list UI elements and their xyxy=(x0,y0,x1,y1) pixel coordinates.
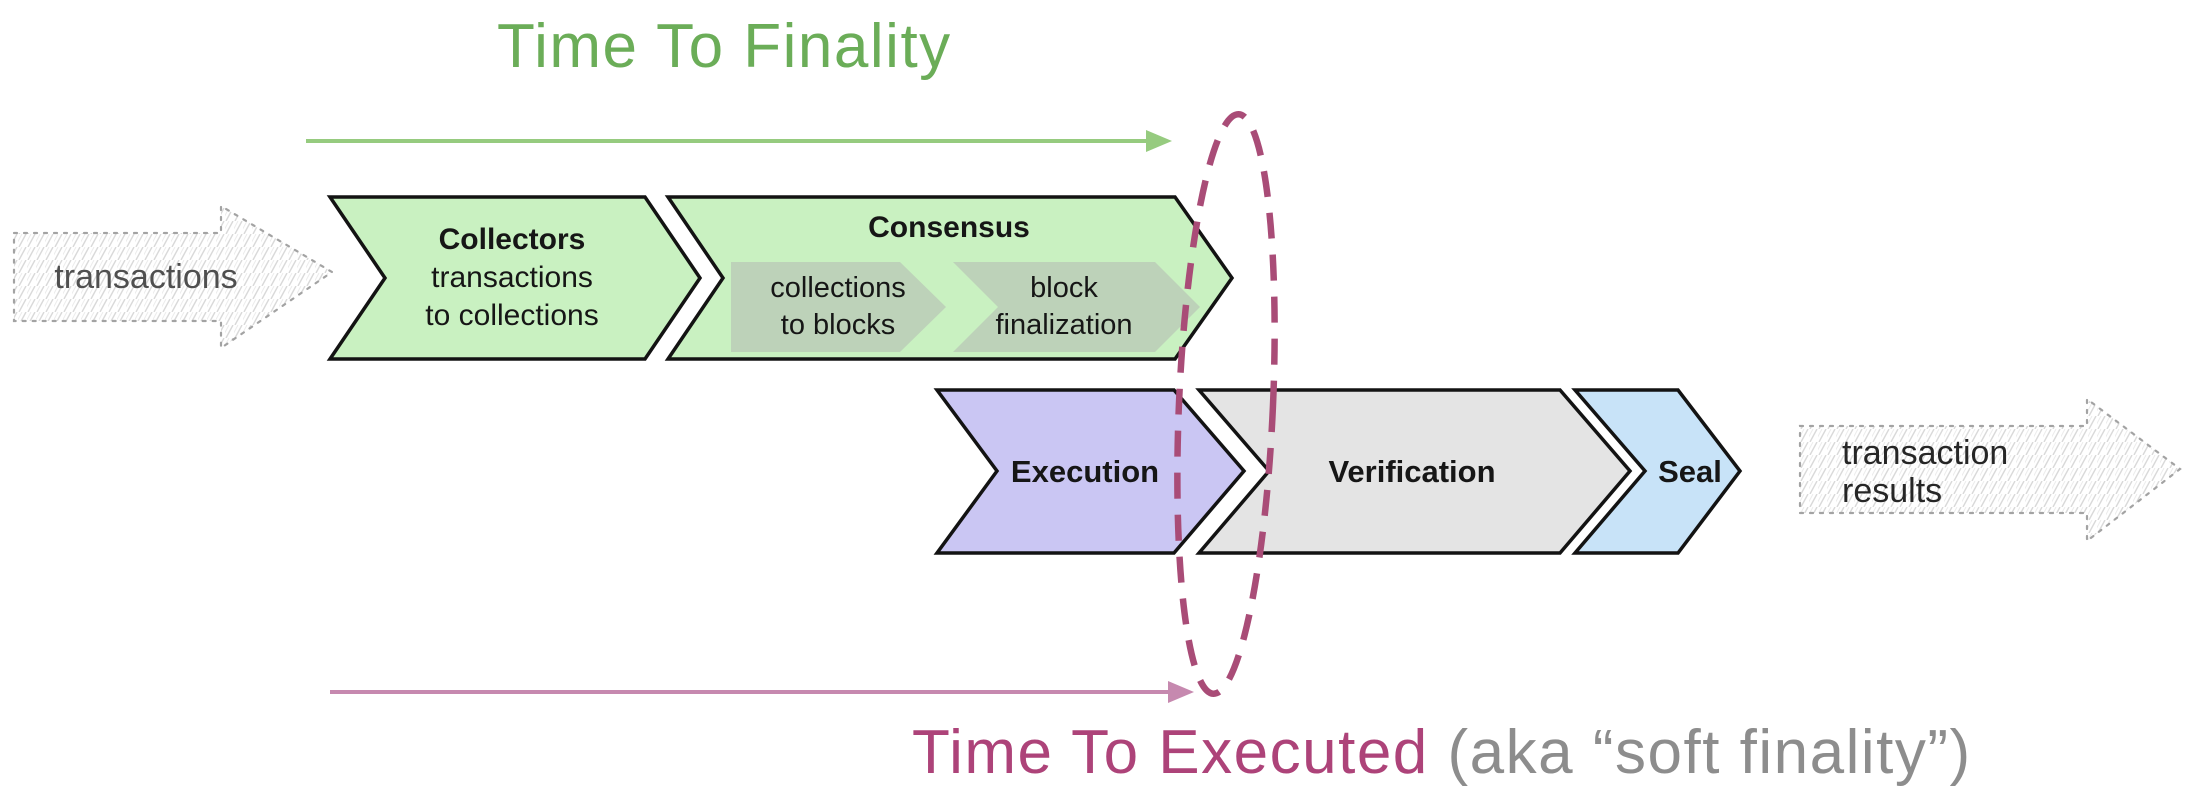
collectors-label: Collectors transactions to collections xyxy=(392,221,632,335)
collectors-label-line1: transactions xyxy=(431,261,593,294)
execution-label: Execution xyxy=(1010,454,1160,489)
seal-label: Seal xyxy=(1658,454,1722,489)
caption-time-to-executed-highlight: Time To Executed xyxy=(912,718,1429,787)
time-to-finality-arrow xyxy=(306,130,1172,152)
caption-soft-finality-note: (aka “soft finality”) xyxy=(1447,718,1972,787)
collections-to-blocks-subchevron xyxy=(731,262,946,352)
block-finalization-subchevron xyxy=(953,262,1200,352)
title-time-to-finality: Time To Finality xyxy=(497,12,952,81)
time-to-executed-arrowhead xyxy=(1168,681,1194,703)
block-finalization-label: block finalization xyxy=(964,270,1164,344)
execution-chevron xyxy=(933,388,1247,555)
transactions-input-label: transactions xyxy=(54,258,238,296)
verification-label: Verification xyxy=(1328,454,1496,489)
transactions-input-arrow xyxy=(12,204,335,351)
transaction-results-label: transaction results xyxy=(1842,434,2008,510)
collectors-label-title: Collectors xyxy=(438,223,586,256)
collections-to-blocks-line2: to blocks xyxy=(780,309,896,341)
block-finalization-line1: block xyxy=(1030,272,1098,304)
collectors-chevron xyxy=(326,195,703,361)
transaction-results-line2: results xyxy=(1842,472,1943,510)
caption-time-to-executed: Time To Executed (aka “soft finality”) xyxy=(912,718,1972,788)
seal-chevron xyxy=(1571,388,1743,555)
collections-to-blocks-label: collections to blocks xyxy=(738,270,938,344)
transaction-results-line1: transaction xyxy=(1842,434,2009,472)
time-to-executed-arrow xyxy=(330,681,1194,703)
time-to-finality-arrowhead xyxy=(1146,130,1172,152)
collections-to-blocks-line1: collections xyxy=(770,272,906,304)
collectors-label-line2: to collections xyxy=(425,299,599,332)
consensus-label-title: Consensus xyxy=(868,211,1030,244)
soft-finality-boundary-ellipse xyxy=(1174,111,1278,697)
block-finalization-line2: finalization xyxy=(995,309,1133,341)
transaction-results-output-arrow xyxy=(1798,396,2182,544)
